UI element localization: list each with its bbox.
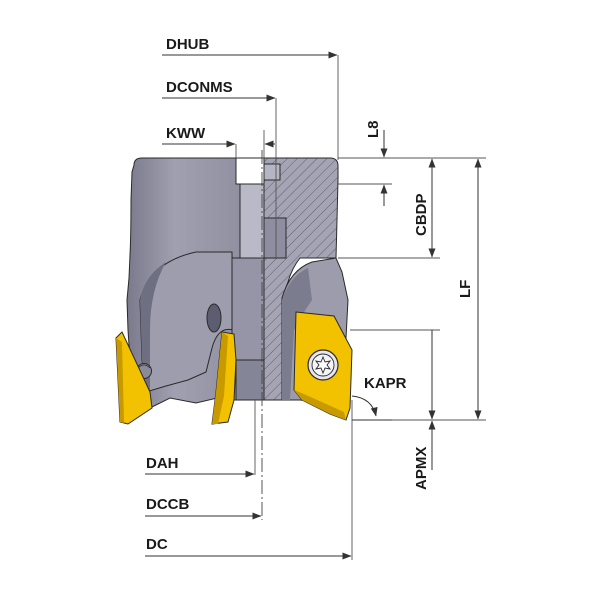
- insert-left-edge: [116, 338, 124, 423]
- drive-key: [263, 163, 281, 181]
- dimension-lines: [145, 51, 482, 560]
- label-kww: KWW: [166, 125, 206, 142]
- bore-wall: [239, 183, 265, 259]
- label-kapr: KAPR: [364, 375, 407, 392]
- dim-kapr-arc: [351, 395, 378, 417]
- label-lf: LF: [457, 280, 474, 298]
- coolant-hole: [206, 303, 222, 333]
- label-dhub: DHUB: [166, 36, 209, 53]
- insert-middle-edge: [212, 332, 228, 424]
- reference-lines: [235, 55, 486, 560]
- label-dccb: DCCB: [146, 496, 189, 513]
- keyway-slot: [235, 157, 265, 185]
- label-cbdp: CBDP: [413, 193, 430, 236]
- label-dah: DAH: [146, 455, 179, 472]
- label-dc: DC: [146, 536, 168, 553]
- label-l8: L8: [365, 120, 382, 138]
- key-recess: [263, 217, 287, 259]
- bore-counterbore: [235, 359, 265, 401]
- cutter-body: [126, 157, 351, 413]
- flute-shadow: [140, 262, 166, 392]
- label-apmx: APMX: [413, 447, 430, 490]
- chip-pocket: [282, 268, 312, 400]
- dimension-labels: DHUB DCONMS KWW L8 CBDP LF KAPR APMX DAH…: [146, 36, 474, 553]
- torx-star: [314, 355, 332, 375]
- insert-right-rim: [294, 390, 346, 420]
- inserts: [115, 311, 353, 425]
- label-dconms: DCONMS: [166, 79, 233, 96]
